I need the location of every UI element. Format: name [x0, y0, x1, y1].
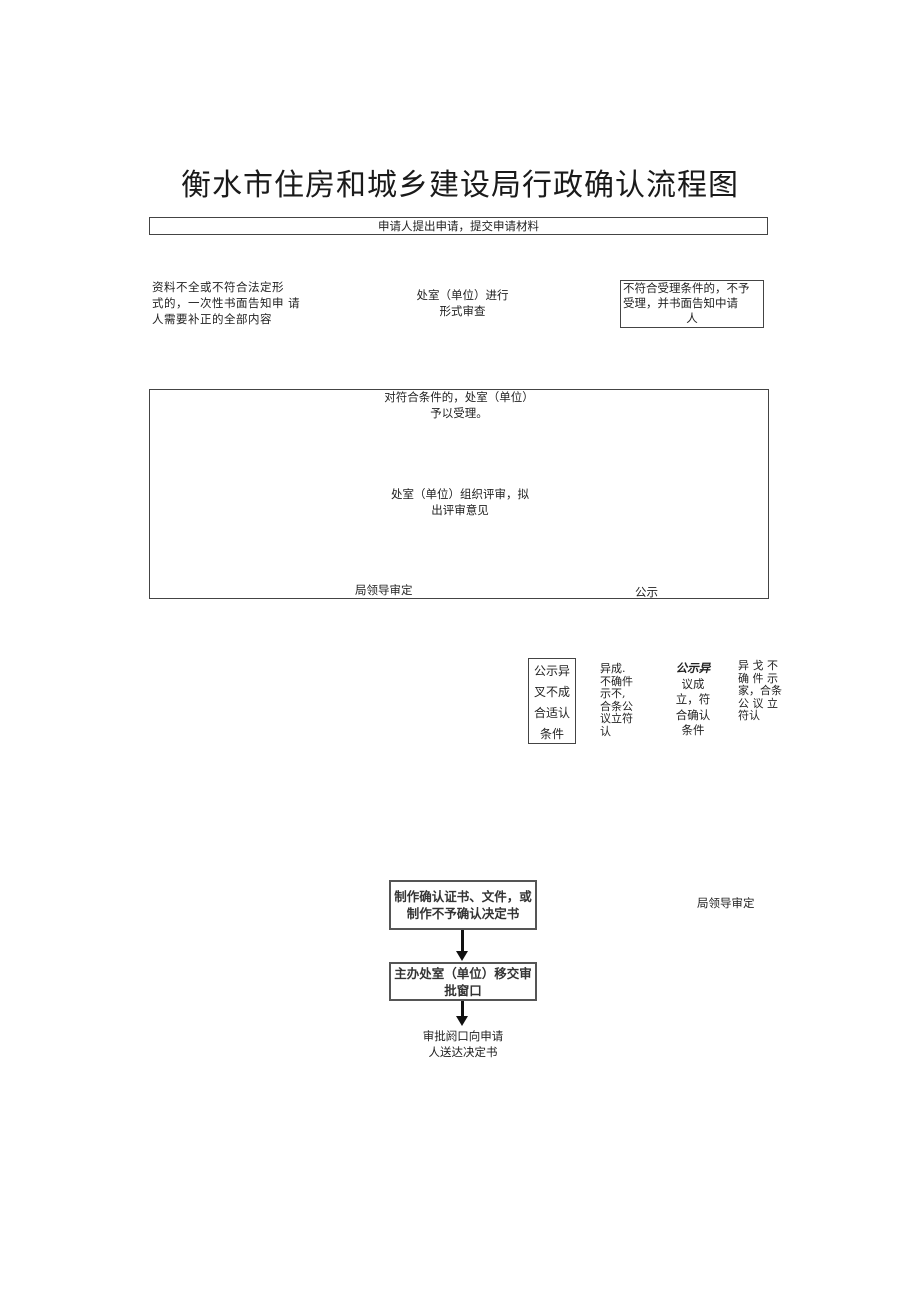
step-objection-not-established: 公示异 叉不成 合适认 条件: [528, 658, 576, 744]
step-formal-review: 处室（单位）进行 形式审查: [416, 288, 509, 318]
step-make-certificate: 制作确认证书、文件，或 制作不予确认决定书: [389, 880, 537, 930]
arrow-down-1: [461, 930, 464, 952]
step-apply-text: 申请人提出申请，提交申请材料: [378, 219, 539, 233]
step-transfer-window: 主办处室（单位）移交审 批窗口: [389, 962, 537, 1001]
arrow-head-2: [456, 1016, 468, 1026]
note-incomplete-materials: 资料不全或不符合法定形 式的，一次性书面告知申 请 人需要补正的全部内容: [152, 280, 301, 326]
step-accept: 对符合条件的，处室（单位） 予以受理。: [384, 390, 534, 420]
arrow-down-2: [461, 1001, 464, 1017]
arrow-head-1: [456, 951, 468, 961]
note-objection-col4: 异 戈 不 确 件 示 家，合条 公 议 立 符认: [738, 659, 782, 722]
page-title: 衡水市住房和城乡建设局行政确认流程图: [181, 168, 739, 203]
step-leader-review: 局领导审定: [355, 583, 413, 597]
step-leader-review-2: 局领导审定: [697, 896, 755, 910]
step-apply: 申请人提出申请，提交申请材料: [149, 217, 768, 235]
step-deliver-decision: 审批阏口向申请 人送达决定书: [422, 1029, 504, 1059]
step-accept-review-box: [149, 389, 769, 599]
step-publicity: 公示: [635, 585, 658, 599]
note-objection-col2: 异成. 不确件 示不, 合条公 议立符 认: [600, 662, 633, 738]
step-reject: 不符合受理条件的，不予 受理，并书面告知中请 人: [620, 280, 764, 328]
step-objection-established: 公示异 议成 立，符 合确认 条件: [675, 661, 711, 737]
step-organize-review: 处室（单位）组织评审，拟 出评审意见: [391, 487, 529, 517]
